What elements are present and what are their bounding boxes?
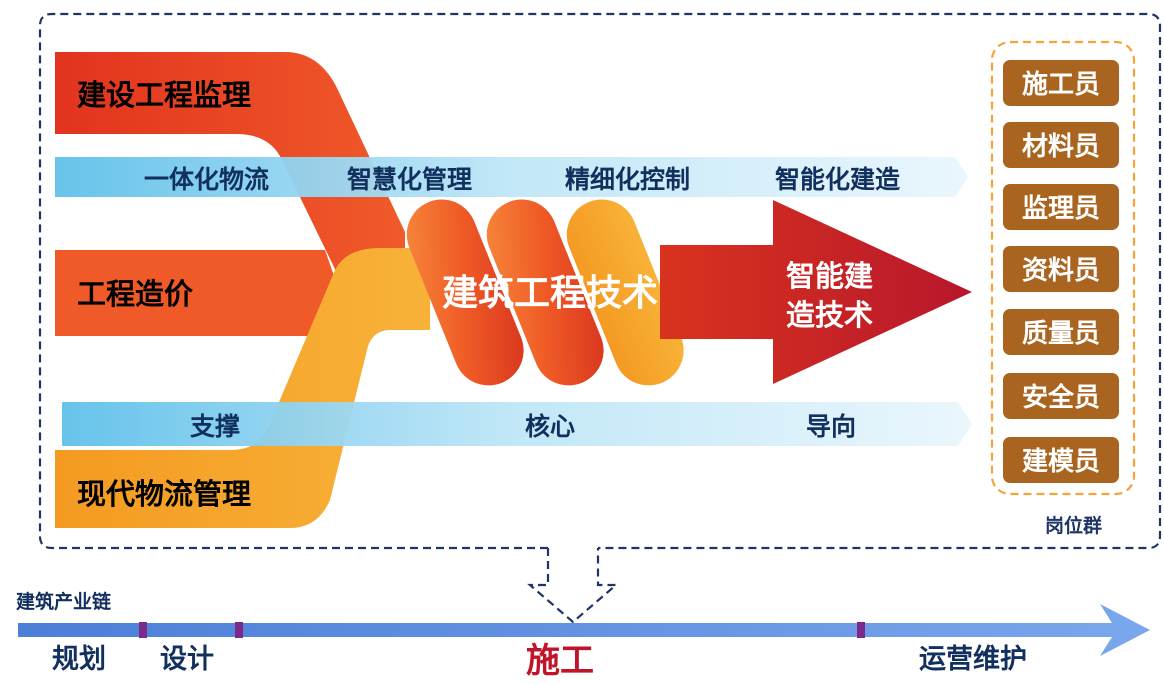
- top-band-item: 精细化控制: [565, 165, 690, 194]
- logistics-stream: [55, 248, 430, 528]
- cost-label: 工程造价: [77, 277, 194, 311]
- top-band-item: 智能化建造: [775, 165, 900, 194]
- position-item-label: 建模员: [1022, 447, 1100, 477]
- chain-title: 建筑产业链: [16, 590, 111, 613]
- core-label: 建筑工程技术: [442, 273, 658, 314]
- position-item-label: 安全员: [1022, 382, 1100, 413]
- chain-stage-operation: 运营维护: [919, 644, 1027, 675]
- top-band-item: 一体化物流: [144, 165, 269, 194]
- chain-stage-construction: 施工: [526, 641, 594, 681]
- core-coil: [406, 199, 684, 386]
- position-item: [1003, 246, 1119, 292]
- target-arrow: [660, 200, 972, 384]
- bottom-band-item: 导向: [806, 412, 856, 441]
- top-band-item: 智慧化管理: [347, 165, 472, 194]
- positions-group-label: 岗位群: [1045, 514, 1102, 537]
- chain-stage-planning: 规划: [52, 644, 106, 675]
- chain-arrow: [18, 604, 1150, 656]
- position-item: [1003, 122, 1119, 168]
- chain-stage-design: 设计: [160, 644, 214, 675]
- position-item-label: 监理员: [1022, 194, 1100, 224]
- position-item: [1003, 373, 1119, 419]
- position-item-label: 材料员: [1022, 132, 1100, 162]
- logistics-label: 现代物流管理: [77, 477, 251, 511]
- down-arrow: [527, 548, 619, 624]
- position-item: [1003, 60, 1119, 106]
- positions-list: 施工员 材料员 监理员 资料员 质量员 安全员 建模员: [1003, 60, 1119, 483]
- bottom-band: [62, 402, 972, 446]
- target-label-line2: 造技术: [786, 298, 873, 332]
- bottom-band-item: 支撑: [190, 412, 240, 441]
- target-label-line1: 智能建: [786, 259, 873, 293]
- position-item: [1003, 184, 1119, 230]
- top-band: [55, 157, 968, 197]
- bottom-band-item: 核心: [525, 412, 575, 441]
- main-frame: [38, 12, 1162, 550]
- position-item: [1003, 309, 1119, 355]
- position-item-label: 资料员: [1022, 256, 1100, 286]
- chain-tick: [139, 622, 147, 638]
- supervision-label: 建设工程监理: [77, 78, 251, 112]
- cost-bar: [55, 250, 340, 336]
- chain-tick: [235, 622, 243, 638]
- position-item-label: 质量员: [1022, 319, 1100, 349]
- chain-tick: [857, 622, 865, 638]
- positions-frame: [990, 40, 1136, 496]
- position-item: [1003, 437, 1119, 483]
- position-item-label: 施工员: [1022, 69, 1100, 100]
- supervision-stream: [55, 52, 405, 300]
